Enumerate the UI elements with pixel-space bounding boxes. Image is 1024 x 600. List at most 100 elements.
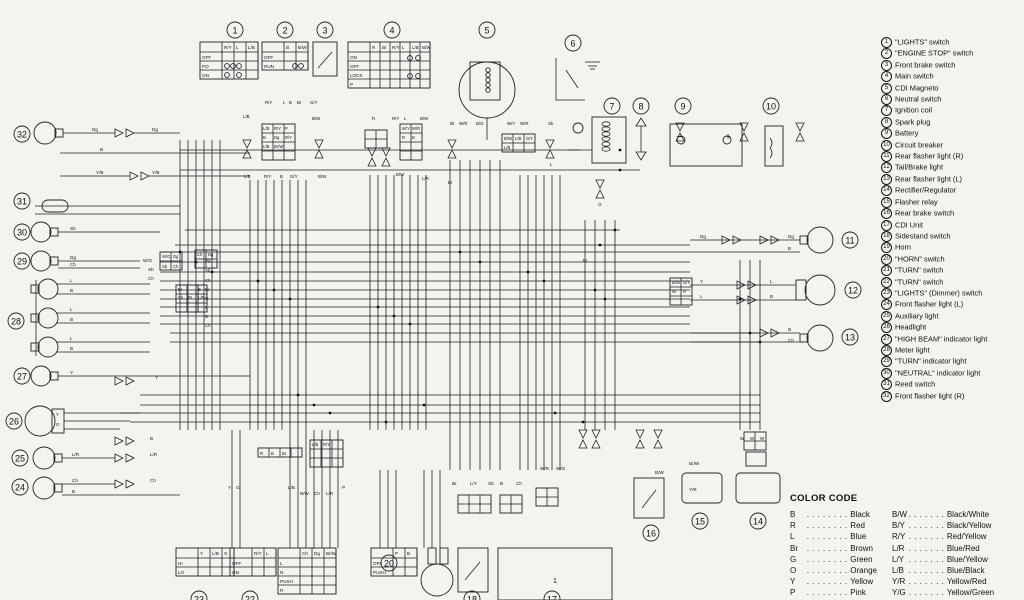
wire-label: W xyxy=(740,436,745,441)
component-number: 14 xyxy=(753,517,763,527)
connector-pin-label: Br xyxy=(178,287,183,292)
switch-column-label: R xyxy=(372,45,376,50)
wire-label: W/R xyxy=(520,121,529,126)
legend-number: 16 xyxy=(881,208,892,220)
legend-label: Rear flasher light (L) xyxy=(895,174,962,184)
switch-column-label: L xyxy=(236,45,239,50)
wire-label: O xyxy=(598,202,602,207)
switch-row-label: OFF xyxy=(232,561,241,566)
legend-label: Rear brake switch xyxy=(895,208,955,218)
legend-label: Circuit breaker xyxy=(895,140,944,150)
switch-column-label: Y xyxy=(200,551,203,556)
color-code-leader: . . . . . . . xyxy=(906,521,947,531)
connector-pin-label: P xyxy=(285,126,288,131)
wire-label: R xyxy=(205,296,208,301)
legend-label: Main switch xyxy=(895,71,934,81)
junction-dot xyxy=(376,305,380,309)
wire-label: B/W xyxy=(318,174,327,179)
component-number-badge xyxy=(11,449,29,467)
junction-dot xyxy=(613,228,617,232)
meter-light-bulb xyxy=(37,336,59,358)
color-code-color: Green xyxy=(850,554,873,564)
switch-column-label: L xyxy=(402,45,405,50)
connector-pin-label: Ch xyxy=(197,252,203,257)
color-code-leader: . . . . . . . . xyxy=(804,532,851,542)
legend-label: Rectifier/Regulator xyxy=(895,185,957,195)
color-code-row: Y . . . . . . . . Yellow xyxy=(790,576,880,587)
wire-label: Y xyxy=(700,279,703,284)
legend-number: 3 xyxy=(881,59,892,71)
switch-row-label: ON xyxy=(202,73,209,78)
connector-pair xyxy=(129,171,139,181)
color-code-abbrev: G xyxy=(790,554,797,564)
legend-number: 15 xyxy=(881,196,892,208)
color-code-color: Black/Yellow xyxy=(946,521,992,531)
switch-column-label: L/B xyxy=(412,45,419,50)
wire-label: L/Y xyxy=(470,481,477,486)
connector-pair xyxy=(140,171,150,181)
component-number-badge xyxy=(841,231,859,249)
wire-label: Br xyxy=(583,258,588,263)
switch-column-label: B/W xyxy=(422,45,431,50)
wire-label: Ch xyxy=(148,276,154,281)
color-code-color: Pink xyxy=(850,588,866,598)
legend-label: "TURN" switch xyxy=(895,265,944,275)
color-code-color: Yellow/Red xyxy=(946,577,987,587)
switch-column-label: L/B xyxy=(212,551,219,556)
junction-dot xyxy=(748,331,752,335)
connector-pin-label: W/G xyxy=(162,254,170,259)
switch-column-label: R/Y xyxy=(224,45,232,50)
component-number-badge xyxy=(5,412,23,430)
legend-number: 32 xyxy=(881,390,892,402)
component-number-badge xyxy=(13,223,31,241)
connector-pair xyxy=(736,295,746,305)
junction-dot xyxy=(738,297,742,301)
connector-pair xyxy=(545,149,555,159)
wire-label: W xyxy=(760,436,765,441)
component-number-badge xyxy=(7,312,25,330)
wire-label: Dg xyxy=(70,255,76,260)
component-number-badge xyxy=(642,524,660,542)
component-number-badge xyxy=(478,21,496,39)
color-code-color: Yellow xyxy=(850,577,874,587)
connector-pin-label: Dg xyxy=(208,252,214,257)
wire-label: Br xyxy=(205,287,210,292)
color-code-color: Blue/Yellow xyxy=(946,554,988,564)
legend-label: Neutral switch xyxy=(895,94,942,104)
wire-label: Y xyxy=(70,370,73,375)
wire-label: R/Y xyxy=(265,100,272,105)
coil-turn xyxy=(601,146,611,152)
component-number: 17 xyxy=(547,595,557,600)
connector-pair xyxy=(653,429,663,439)
wire-label: L/R xyxy=(422,176,429,181)
wire-label: Ch xyxy=(205,278,211,283)
connector-pin-label: L/B xyxy=(504,145,510,150)
meter-light-bulb xyxy=(37,307,59,329)
color-code-color: Black xyxy=(850,510,870,519)
switch-row-label: R xyxy=(280,588,284,593)
connector-pair xyxy=(381,157,391,167)
legend-label: Flasher relay xyxy=(895,197,938,207)
component-number: 3 xyxy=(322,26,327,36)
junction-dot xyxy=(384,420,388,424)
junction-dot xyxy=(422,403,426,407)
switch-column-label: B xyxy=(286,45,289,50)
legend-label: "ENGINE STOP" switch xyxy=(895,48,974,58)
component-number-badge xyxy=(13,367,31,385)
component-number: 10 xyxy=(766,102,776,112)
component-number: 20 xyxy=(384,559,394,569)
wire-label: B xyxy=(70,288,73,293)
wire-label: Y xyxy=(155,375,158,380)
junction-dot xyxy=(256,279,260,283)
legend-number: 29 xyxy=(881,356,892,368)
wire-label: Dg xyxy=(92,127,98,132)
switch-row-label: ON xyxy=(350,55,357,60)
component-number: 23 xyxy=(194,595,204,600)
color-code-leader: . . . . . . . xyxy=(906,566,947,576)
fuse-connector xyxy=(795,132,805,142)
